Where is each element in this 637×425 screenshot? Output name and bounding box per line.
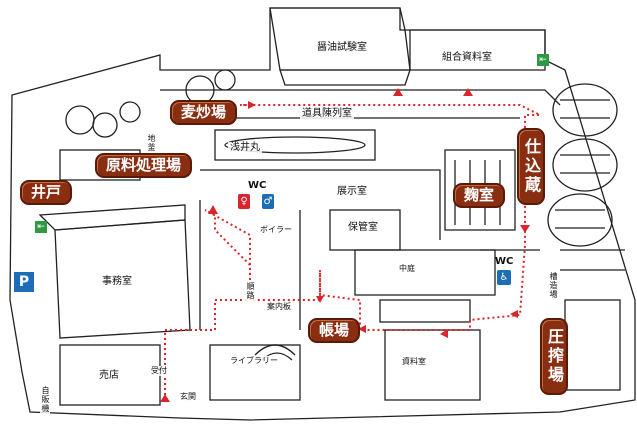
parking-icon: P [14, 272, 34, 292]
arrow-library [316, 296, 324, 303]
arrow-to-shiryo [440, 329, 448, 338]
arrow-kumiai [463, 88, 473, 96]
badge-koji: 麹室 [453, 183, 506, 208]
badge-shikomi: 仕込蔵 [517, 128, 545, 205]
room-nakaniwa: 中庭 [397, 264, 417, 274]
badge-assaku: 圧搾場 [540, 318, 568, 395]
barrels [547, 83, 618, 247]
room-boiler: ボイラー [258, 225, 294, 235]
wheelchair-icon: ♿ [497, 270, 511, 285]
emergency-exit-icon: ⇤ [537, 54, 549, 66]
room-jigama: 地釜 [146, 132, 156, 154]
room-kumiai: 組合資料室 [440, 52, 494, 64]
room-tenji: 展示室 [335, 186, 369, 198]
room-dougu: 道具陳列室 [300, 108, 354, 120]
room-library: ライブラリー [228, 356, 280, 366]
arrow-bakusho [248, 101, 256, 109]
badge-ido: 井戸 [20, 180, 73, 205]
arrow-assaku [510, 310, 518, 318]
arrow-chobajo [358, 325, 366, 333]
shoyu-test-room-outline [269, 7, 411, 71]
room-baiten: 売店 [97, 370, 121, 382]
badge-genryo: 原料処理場 [95, 153, 193, 178]
room-shoyu-test: 醤油試験室 [315, 42, 369, 54]
room-uketsuke: 受付 [149, 366, 169, 376]
route-arrows [160, 88, 530, 402]
room-shiryo: 資料室 [400, 357, 428, 367]
room-junro: 順路 [245, 280, 255, 302]
room-asai: 浅井丸 [228, 142, 262, 154]
room-genkan: 玄関 [178, 392, 198, 402]
kumiai-room-outline [409, 29, 546, 71]
room-annai: 案内板 [265, 302, 293, 312]
wc-label-main: WC [248, 180, 267, 191]
badge-bakusho: 麦炒場 [170, 100, 238, 125]
woman-icon: ♀ [238, 194, 250, 209]
arrow-junro [208, 205, 218, 214]
room-hanbaiki: 自販機 [40, 384, 50, 415]
room-moromi: 槽造場 [548, 270, 558, 301]
arrow-entrance [160, 394, 170, 402]
wc-label-accessible: WC [495, 256, 514, 267]
arrow-shikomi [520, 225, 530, 233]
emergency-exit-icon: ⇤ [35, 221, 47, 233]
room-hokan: 保管室 [346, 222, 380, 234]
badge-chobajo: 帳場 [308, 318, 361, 343]
route-line [164, 104, 541, 400]
asai-maru-boat [224, 136, 366, 154]
arrow-shoyu [393, 88, 403, 96]
building-outline [9, 7, 636, 421]
room-jimu: 事務室 [100, 276, 134, 288]
man-icon: ♂ [262, 194, 274, 209]
